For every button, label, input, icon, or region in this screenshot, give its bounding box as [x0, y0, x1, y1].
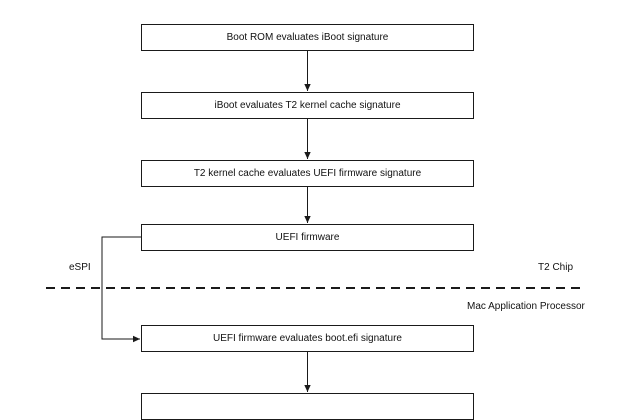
- t2-chip-region-label: T2 Chip: [538, 262, 574, 273]
- espi-label: eSPI: [69, 262, 91, 273]
- step-t2-kernel-cache-label: T2 kernel cache evaluates UEFI firmware …: [193, 167, 422, 179]
- step-iboot: iBoot evaluates T2 kernel cache signatur…: [141, 92, 474, 119]
- step-iboot-label: iBoot evaluates T2 kernel cache signatur…: [214, 99, 401, 111]
- step-uefi-firmware: UEFI firmware: [141, 224, 474, 251]
- boot-chain-diagram: Boot ROM evaluates iBoot signature iBoot…: [46, 24, 585, 420]
- step-boot-efi: UEFI firmware evaluates boot.efi signatu…: [141, 325, 474, 352]
- step-boot-efi-label: UEFI firmware evaluates boot.efi signatu…: [213, 332, 402, 344]
- step-boot-rom: Boot ROM evaluates iBoot signature: [141, 24, 474, 51]
- step-next-partial: [141, 393, 474, 420]
- mac-application-processor-region-label: Mac Application Processor: [467, 301, 585, 312]
- espi-connector: [101, 236, 141, 343]
- step-t2-kernel-cache: T2 kernel cache evaluates UEFI firmware …: [141, 160, 474, 187]
- step-boot-rom-label: Boot ROM evaluates iBoot signature: [226, 31, 389, 43]
- step-uefi-firmware-label: UEFI firmware: [275, 231, 340, 243]
- diagram-connectors: [46, 51, 584, 392]
